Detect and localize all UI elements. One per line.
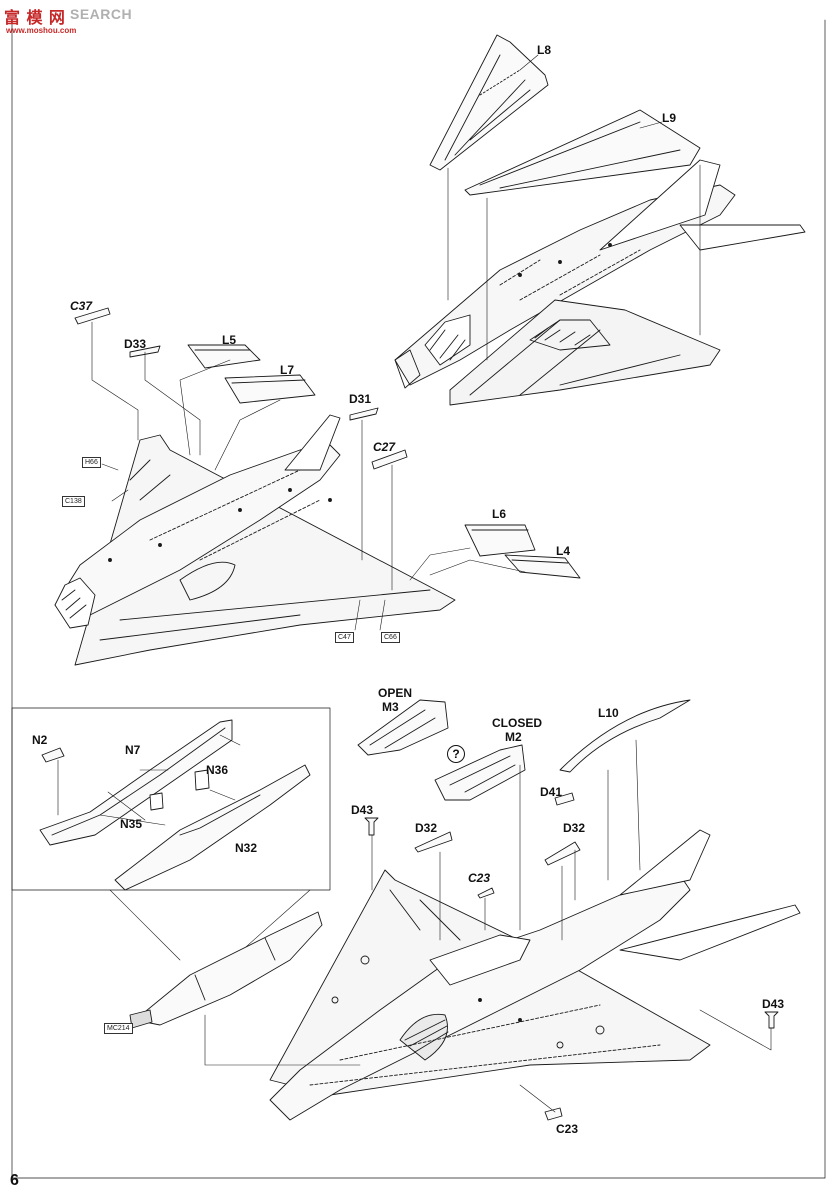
drop-tank	[129, 911, 323, 1029]
label-l10: L10	[598, 706, 619, 720]
label-c66: C66	[381, 632, 400, 643]
label-c47: C47	[335, 632, 354, 643]
label-n35: N35	[120, 817, 143, 831]
label-l6: L6	[492, 507, 507, 521]
panels-L5-L7	[187, 344, 316, 404]
label-h66: H66	[82, 457, 101, 468]
aircraft-top-right	[394, 159, 806, 406]
inset-pylon-parts	[39, 719, 311, 891]
label-c138: C138	[62, 496, 85, 507]
label-d32-left: D32	[415, 821, 438, 835]
label-l9: L9	[662, 111, 677, 125]
page-number: 6	[10, 1172, 19, 1189]
label-d43-right: D43	[762, 997, 785, 1011]
label-l4: L4	[556, 544, 571, 558]
upper-wing-part-L8	[429, 34, 549, 171]
label-c23-top: C23	[468, 871, 491, 885]
label-d43-top: D43	[351, 803, 374, 817]
label-m3: M3	[382, 700, 399, 714]
upper-wing-part-L9	[464, 109, 701, 196]
label-d31: D31	[349, 392, 372, 406]
small-parts-C37-D33	[74, 307, 408, 470]
leader-lines-top	[447, 54, 701, 361]
inset-leader-lines	[57, 734, 241, 826]
small-parts-bottom	[364, 792, 779, 1121]
aircraft-middle-left	[54, 414, 456, 666]
label-l8: L8	[537, 43, 552, 57]
label-n2: N2	[32, 733, 48, 747]
canopy-parts	[357, 699, 691, 801]
label-c23-bottom: C23	[556, 1122, 579, 1136]
watermark-logo: 富 模 网	[4, 10, 66, 27]
label-l5: L5	[222, 333, 237, 347]
question-mark-icon: ?	[447, 745, 465, 763]
label-l7: L7	[280, 363, 295, 377]
label-d33: D33	[124, 337, 147, 351]
label-d41: D41	[540, 785, 563, 799]
label-n36: N36	[206, 763, 229, 777]
label-d32-right: D32	[563, 821, 586, 835]
label-mc214: MC214	[104, 1023, 133, 1034]
leader-lines-middle	[91, 321, 526, 631]
label-n7: N7	[125, 743, 141, 757]
leader-lines-bottom	[204, 739, 772, 1113]
label-open: OPEN	[378, 686, 413, 700]
label-m2: M2	[505, 730, 522, 744]
inset-box	[11, 707, 331, 891]
label-closed: CLOSED	[492, 716, 543, 730]
label-c37: C37	[70, 299, 93, 313]
watermark-url: www.moshou.com	[6, 26, 77, 35]
aircraft-bottom	[269, 829, 801, 1121]
label-c27: C27	[373, 440, 396, 454]
label-n32: N32	[235, 841, 258, 855]
panels-L6-L4	[464, 524, 581, 579]
watermark-site-name: SEARCH	[70, 6, 133, 22]
